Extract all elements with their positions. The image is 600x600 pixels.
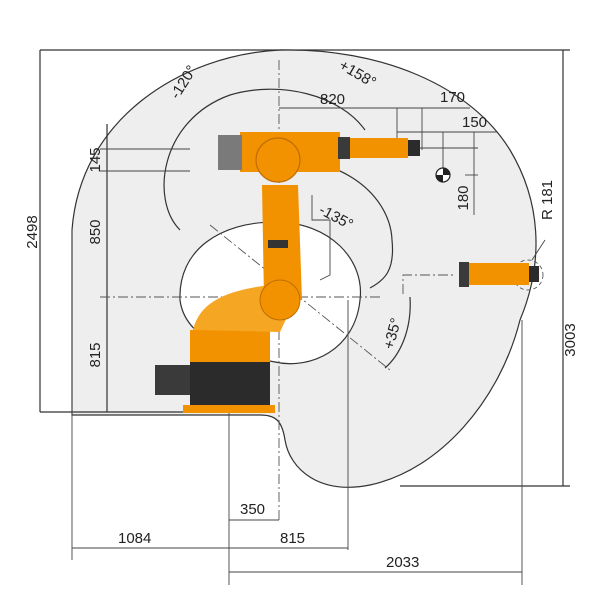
dim-350: 350 — [240, 501, 265, 518]
dimension-labels: 2498 145 850 815 3003 820 170 150 180 R … — [24, 89, 579, 571]
dim-170: 170 — [440, 89, 465, 106]
dim-1084: 1084 — [118, 530, 151, 547]
dim-820: 820 — [320, 91, 345, 108]
dim-total-height: 2498 — [24, 215, 41, 248]
dim-815-vertical: 815 — [87, 342, 104, 367]
dim-2033: 2033 — [386, 554, 419, 571]
robot-illustration — [155, 132, 539, 413]
dim-850: 850 — [87, 219, 104, 244]
dim-180: 180 — [455, 185, 472, 210]
dim-r181: R 181 — [539, 180, 556, 220]
dim-total-depth: 3003 — [562, 323, 579, 356]
dim-150: 150 — [462, 114, 487, 131]
dim-815-horizontal: 815 — [280, 530, 305, 547]
dim-145: 145 — [87, 147, 104, 172]
